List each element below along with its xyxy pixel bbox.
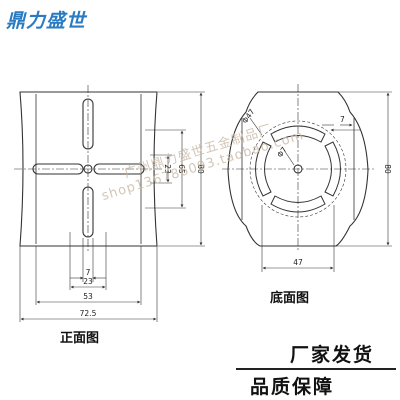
promo-line-quality: 品质保障 [250, 376, 335, 398]
front-dim-80: 80 [196, 164, 205, 174]
front-dim-23-height: 23 [163, 164, 172, 174]
bottom-dim-80: 80 [383, 164, 392, 174]
front-dim-23-width: 23 [83, 277, 93, 286]
bottom-slot-left [255, 141, 272, 197]
brand-logo-text: 鼎力盛世 [6, 10, 87, 32]
front-slot-bottom [82, 186, 94, 238]
front-dim-65: 65 [177, 164, 186, 174]
bottom-slot-top [270, 125, 326, 143]
promo-divider [236, 368, 396, 370]
front-dim-53: 53 [83, 292, 93, 301]
promo-line-factory: 厂家发货 [290, 344, 375, 366]
bottom-dim-47: 47 [293, 258, 303, 267]
front-center-hole [83, 164, 93, 174]
front-dim-7: 7 [86, 268, 91, 277]
bottom-slot-bottom [270, 195, 326, 213]
bottom-center-hole [293, 164, 303, 174]
bottom-view-caption: 底面图 [270, 290, 309, 306]
front-view [14, 85, 205, 322]
front-slot-top [82, 98, 94, 150]
front-view-caption: 正面图 [60, 331, 99, 346]
bottom-view [222, 84, 392, 272]
bottom-slot-right [324, 141, 341, 197]
bottom-dim-slot-7: 7 [340, 115, 345, 124]
front-slot-right [93, 163, 145, 175]
front-dim-72-5: 72.5 [80, 309, 97, 318]
front-slot-left [32, 163, 84, 175]
